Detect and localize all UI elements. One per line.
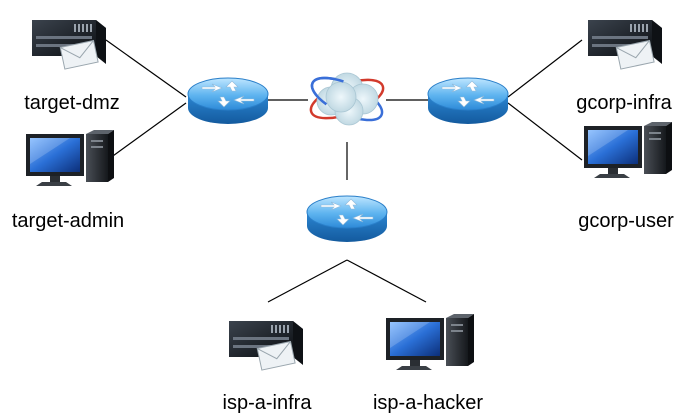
node-label-target-dmz: target-dmz — [24, 92, 120, 114]
link-router-right-infra — [507, 39, 583, 98]
link-bottom-hacker — [346, 259, 427, 303]
link-admin-router-left — [105, 102, 187, 162]
link-dmz-router-left — [105, 39, 187, 98]
mail-server-icon — [31, 19, 107, 70]
node-label-target-admin: target-admin — [11, 210, 125, 232]
workstation-icon — [584, 122, 672, 178]
node-label-gcorp-user: gcorp-user — [578, 210, 674, 232]
workstation-icon — [386, 314, 474, 370]
router-icon — [306, 195, 388, 243]
node-label-gcorp-infra: gcorp-infra — [576, 92, 672, 114]
node-label-isp-a-infra: isp-a-infra — [222, 392, 312, 414]
link-router-right-user — [507, 102, 583, 161]
router-icon — [427, 77, 509, 125]
internet-cloud-icon — [309, 72, 385, 126]
links — [105, 39, 583, 303]
link-bottom-infra — [267, 259, 348, 303]
mail-server-icon — [587, 19, 663, 70]
workstation-icon — [26, 130, 114, 186]
router-icon — [187, 77, 269, 125]
mail-server-icon — [228, 320, 304, 371]
node-label-isp-a-hacker: isp-a-hacker — [372, 392, 484, 414]
